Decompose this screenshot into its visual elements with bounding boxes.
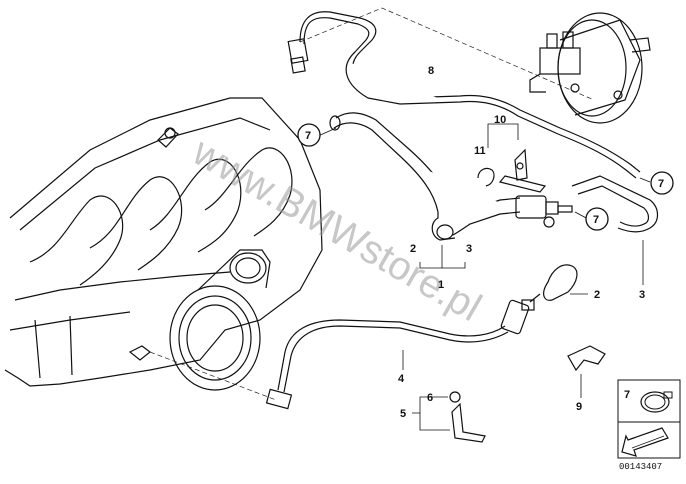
clip-9 (567, 345, 606, 372)
svg-text:7: 7 (593, 214, 599, 226)
legend-callout-7: 7 (624, 389, 630, 401)
legend-box: 7 (617, 379, 681, 459)
callout-3: 3 (466, 243, 472, 255)
bracket-10 (477, 148, 547, 193)
hose-3 (571, 175, 659, 233)
callout-11: 11 (474, 145, 486, 157)
callout-2b: 2 (594, 289, 600, 301)
circled-callout-7a: 7 (297, 123, 321, 147)
brake-booster (529, 12, 651, 124)
hose-clamp-icon (640, 391, 673, 413)
callout-10: 10 (494, 114, 506, 126)
vacuum-hose-1 (329, 112, 573, 241)
callout-3b: 3 (639, 289, 645, 301)
hose-2 (543, 264, 578, 301)
intake-manifold (4, 97, 323, 391)
reference-lines (149, 7, 595, 401)
circled-callout-7c: 7 (585, 207, 609, 231)
svg-text:7: 7 (305, 130, 311, 142)
bracket-5 (449, 391, 486, 443)
arrow-icon (621, 427, 669, 457)
callout-4: 4 (398, 373, 405, 385)
callout-8: 8 (428, 65, 434, 77)
vacuum-hose-4 (265, 293, 541, 410)
svg-text:7: 7 (658, 178, 664, 190)
callout-1: 1 (438, 279, 444, 291)
circled-callout-7b: 7 (650, 171, 674, 195)
vacuum-hose-8 (287, 11, 641, 179)
callout-5: 5 (400, 408, 406, 420)
callout-9: 9 (576, 401, 582, 413)
document-number: 00143407 (619, 462, 662, 472)
callout-6: 6 (427, 392, 433, 404)
callout-2: 2 (410, 243, 416, 255)
